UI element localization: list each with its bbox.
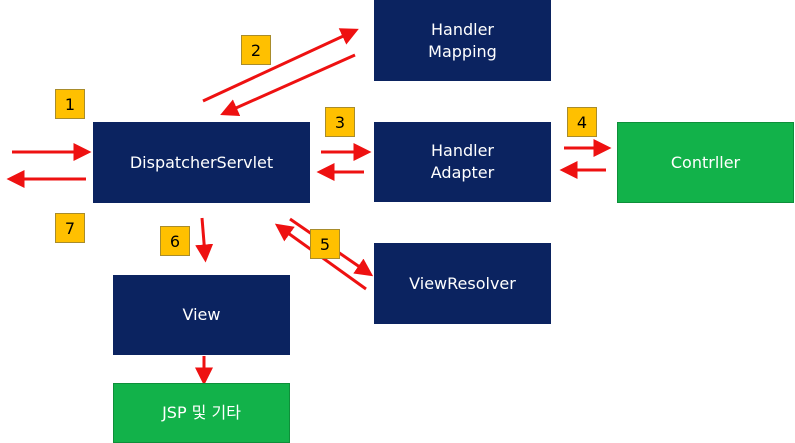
handler-adapter-box: Handler Adapter — [374, 122, 551, 202]
step-badge-2: 2 — [241, 35, 271, 65]
step-badge-4: 4 — [567, 107, 597, 137]
handler-adapter-label-line2: Adapter — [430, 163, 495, 182]
handler-mapping-label-line2: Mapping — [428, 41, 497, 61]
controller-label: Contrller — [670, 152, 741, 172]
handler-mapping-label-line1: Handler — [430, 19, 494, 39]
step-badge-7: 7 — [55, 213, 85, 243]
step-badge-3: 3 — [325, 107, 355, 137]
handler-adapter-label-line1: Handler — [430, 141, 494, 160]
dispatcher-servlet-label: DispatcherServlet — [129, 152, 274, 172]
step-badge-6: 6 — [160, 226, 190, 256]
arrow-from-handler-mapping — [220, 53, 356, 116]
arrow-to-view — [195, 217, 214, 263]
jsp-box: JSP 및 기타 — [113, 383, 290, 443]
view-box: View — [113, 275, 290, 355]
step-badge-5: 5 — [310, 229, 340, 259]
view-label: View — [182, 305, 221, 324]
arrow-to-handler-mapping — [202, 28, 359, 103]
controller-box: Contrller — [617, 122, 794, 203]
view-resolver-label: ViewResolver — [409, 273, 516, 293]
handler-mapping-box: Handler Mapping — [374, 0, 551, 81]
jsp-label: JSP 및 기타 — [162, 403, 241, 422]
view-resolver-box: ViewResolver — [374, 243, 551, 324]
step-badge-1: 1 — [55, 89, 85, 119]
dispatcher-servlet-box: DispatcherServlet — [93, 122, 310, 203]
